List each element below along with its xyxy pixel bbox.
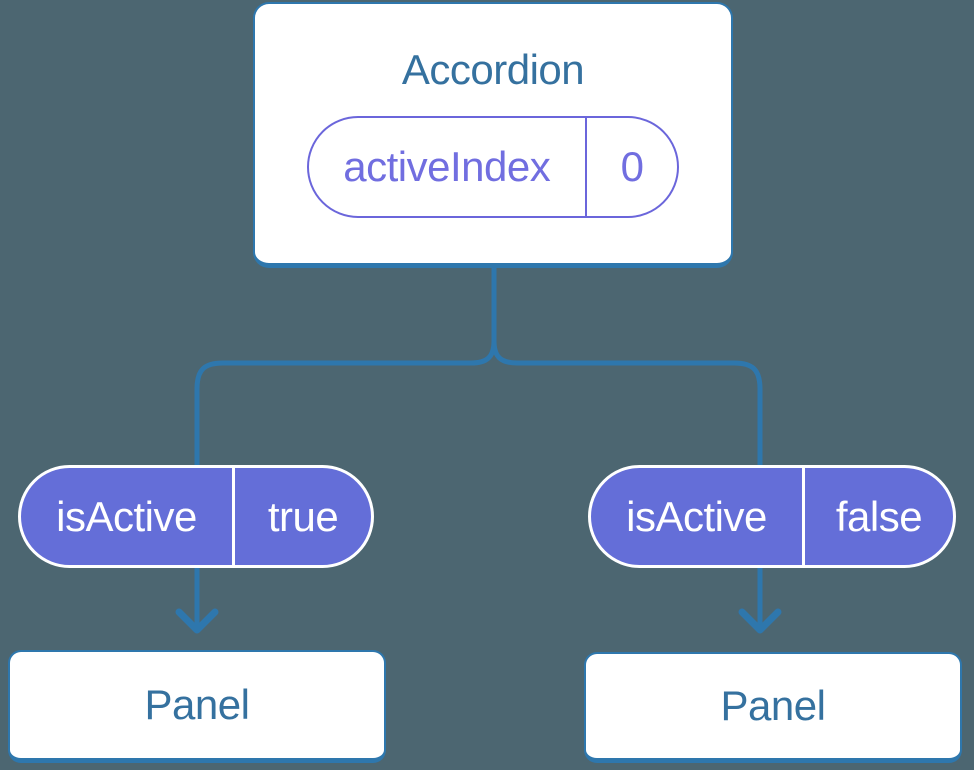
prop-pill-left: isActive true (18, 465, 374, 568)
panel-card-left: Panel (8, 650, 386, 763)
prop-value: true (267, 492, 339, 540)
state-pill-value: 0 (620, 143, 644, 190)
accordion-title: Accordion (401, 46, 585, 93)
panel-title: Panel (144, 681, 250, 728)
state-pill-name: activeIndex (343, 143, 551, 190)
prop-pill-divider (232, 468, 235, 565)
accordion-card: Accordion activeIndex 0 (253, 2, 733, 268)
state-pill: activeIndex 0 (307, 116, 679, 218)
panel-card-right: Panel (584, 652, 962, 763)
prop-name: isActive (56, 492, 197, 540)
prop-value: false (835, 492, 923, 540)
branch-right-line (491, 340, 763, 628)
arrow-down-icon (738, 608, 782, 634)
prop-name: isActive (626, 492, 767, 540)
panel-title: Panel (720, 682, 826, 729)
branch-left-line (194, 340, 497, 628)
arrow-down-icon (175, 608, 219, 634)
prop-pill-right: isActive false (588, 465, 956, 568)
state-pill-divider (584, 118, 587, 216)
prop-pill-divider (802, 468, 805, 565)
